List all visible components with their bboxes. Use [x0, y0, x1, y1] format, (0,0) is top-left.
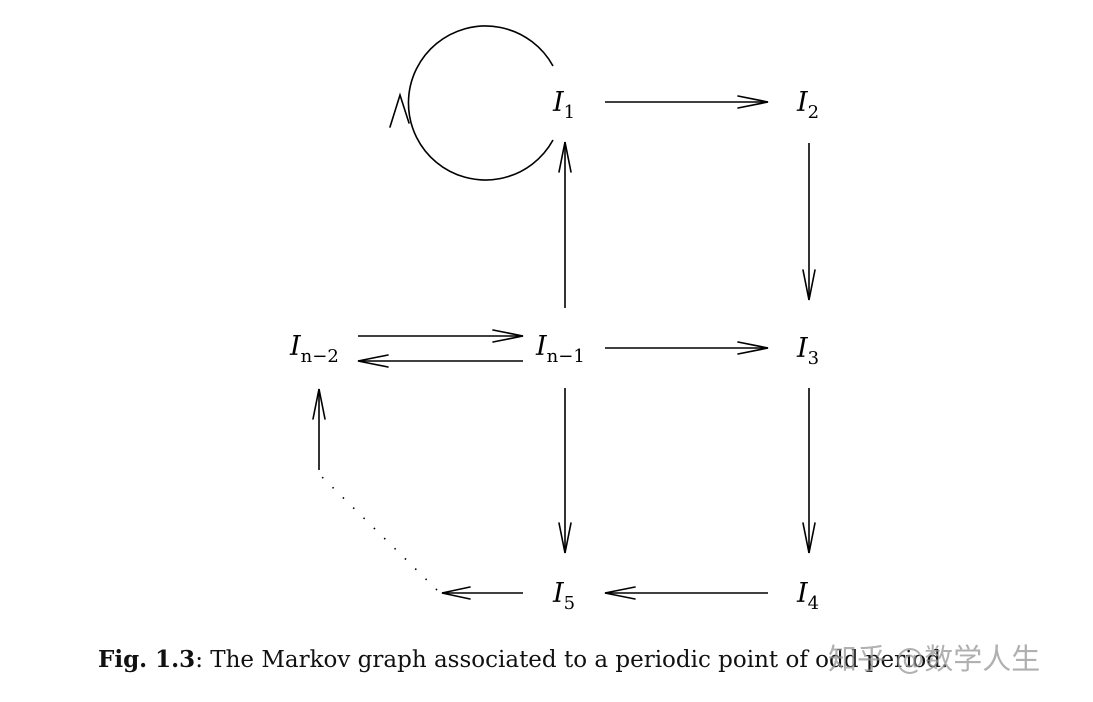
arrowhead — [558, 141, 572, 173]
node-I2: I2 — [796, 87, 819, 123]
figure-caption: Fig. 1.3: The Markov graph associated to… — [98, 646, 948, 673]
arrowhead — [737, 95, 769, 109]
arrowhead — [357, 354, 389, 368]
edge-I1-self-loop — [389, 25, 554, 181]
node-In1: In−1 — [535, 331, 585, 367]
node-I4: I4 — [796, 578, 819, 614]
arrowhead — [802, 522, 816, 554]
watermark: 知乎 @数学人生 — [828, 642, 1041, 676]
edge-I2-I3 — [802, 143, 816, 301]
arrowhead — [802, 269, 816, 301]
arrowhead — [558, 522, 572, 554]
arrowhead — [389, 92, 410, 128]
figure-label: Fig. 1.3 — [98, 646, 196, 673]
dotted-path — [319, 474, 438, 591]
edge-I5-In2-dotted — [312, 388, 523, 600]
node-In2: In−2 — [289, 331, 339, 367]
edge-In1-I3 — [605, 341, 769, 355]
edge-I3-I4 — [802, 388, 816, 554]
edge-In2-In1 — [358, 329, 524, 343]
node-I3: I3 — [796, 333, 819, 369]
arrowhead — [312, 388, 326, 420]
arrowhead — [441, 586, 471, 600]
arrowhead — [492, 329, 524, 343]
caption-text: : The Markov graph associated to a perio… — [195, 647, 949, 673]
arrowhead — [604, 586, 636, 600]
node-I5: I5 — [552, 578, 575, 614]
edge-In1-I5 — [558, 388, 572, 554]
node-I1: I1 — [552, 87, 575, 123]
arrowhead — [737, 341, 769, 355]
edge-In1-In2 — [357, 354, 523, 368]
edge-I1-I2 — [605, 95, 769, 109]
edge-In1-I1 — [558, 141, 572, 308]
edge-I4-I5 — [604, 586, 768, 600]
